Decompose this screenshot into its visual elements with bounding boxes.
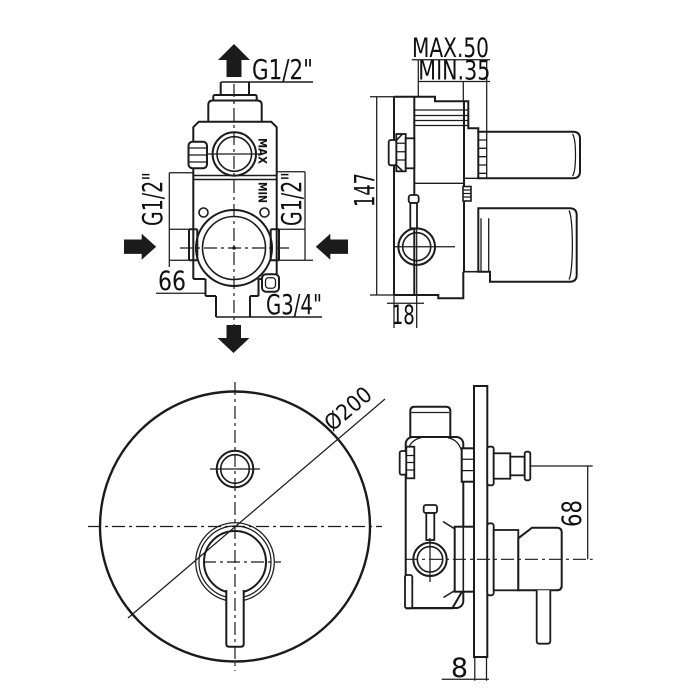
side-set-screw-cap — [407, 194, 420, 204]
ts-handle-lever — [535, 590, 552, 645]
dim-18-lines — [387, 295, 424, 328]
dim-label-66: 66 — [158, 266, 186, 297]
ts-upper-flange-lines — [461, 458, 475, 472]
side-body-left — [393, 96, 465, 300]
dim-left-bracket — [168, 172, 194, 267]
screw-right — [259, 207, 270, 218]
left-port — [188, 228, 199, 262]
ts-handle-sleeve — [492, 529, 520, 592]
trim-side-view: 68 8 — [398, 385, 593, 684]
side-hex-flange — [404, 137, 416, 170]
bottom-pipe-end-arc — [568, 210, 573, 280]
side-hex-lines — [396, 142, 406, 161]
top-stub — [219, 82, 250, 95]
top-pipe-threads — [478, 131, 488, 179]
ts-diverter-knob — [509, 455, 526, 477]
label-min: MIN — [256, 182, 270, 203]
valve-center-dot — [232, 246, 236, 250]
ts-diverter-escutcheon — [486, 445, 495, 487]
dim-68-lines — [530, 465, 593, 560]
dim-label-left-inlet: G1/2" — [136, 172, 169, 226]
ts-bottom-edge — [405, 591, 463, 610]
flow-arrow-left-icon — [124, 233, 157, 260]
bottom-pipe — [477, 207, 578, 283]
ts-foot — [404, 574, 414, 610]
ts-diverter-barrel — [492, 452, 512, 480]
dim-label-max50: MAX.50 — [412, 33, 489, 64]
dim-label-147: 147 — [348, 173, 381, 207]
screw-left — [198, 207, 209, 218]
flow-arrow-up-icon — [218, 44, 250, 77]
left-hex-lines — [189, 147, 206, 163]
outlet-crosshair — [393, 228, 455, 328]
ts-diverter-cap — [523, 450, 532, 482]
dim-label-8: 8 — [451, 653, 468, 684]
outlet-circle-inner — [401, 231, 432, 262]
valve-front-view: G1/2" G1/2" G1/2" 66 G3/4" MAX MIN — [124, 44, 348, 353]
dim-147-lines — [370, 96, 394, 296]
valve-circle-inner — [201, 215, 267, 281]
side-mid-line — [414, 177, 479, 184]
side-hex-cap — [387, 139, 398, 167]
flow-arrow-down-icon — [217, 325, 250, 353]
dim-8-lines — [441, 658, 489, 681]
right-port — [269, 228, 280, 262]
dim-label-68: 68 — [557, 500, 588, 527]
dim-label-right-inlet: G1/2" — [275, 172, 308, 226]
side-set-screw-stem — [409, 202, 418, 230]
neck — [207, 99, 263, 122]
bottom-pipe-flange — [480, 218, 490, 272]
side-neck-ribs — [414, 109, 469, 127]
ts-set-screw-stem — [425, 512, 436, 541]
dim-label-18: 18 — [392, 300, 415, 331]
dim-right-bracket — [276, 171, 313, 261]
dim-maxmin-lines — [411, 59, 490, 132]
ts-hex-lines — [406, 454, 415, 471]
label-max: MAX — [256, 138, 270, 164]
side-hex-chamfers — [395, 133, 403, 172]
top-pipe-end-arc — [571, 133, 577, 177]
valve-side-view: MAX.50 MIN.35 147 18 — [348, 33, 581, 331]
set-screw-plug-inner — [264, 277, 277, 289]
dim-label-bottom-outlet: G3/4" — [266, 288, 322, 321]
dim-diameter-line — [127, 398, 386, 619]
dim-label-min35: MIN.35 — [418, 56, 490, 87]
ts-upper-flange — [460, 447, 476, 483]
flow-arrow-right-icon — [315, 233, 348, 260]
ts-set-screw-cap — [422, 504, 438, 514]
ts-hex-cap — [398, 450, 408, 476]
side-body-top — [394, 95, 480, 132]
dim-label-top-outlet: G1/2" — [252, 53, 313, 86]
ts-handle-body — [517, 526, 563, 592]
top-pipe — [477, 130, 581, 180]
wall-plate-side — [473, 385, 489, 658]
valve-circle-outer — [195, 209, 273, 287]
side-screw-ribbed-lines — [463, 189, 471, 198]
